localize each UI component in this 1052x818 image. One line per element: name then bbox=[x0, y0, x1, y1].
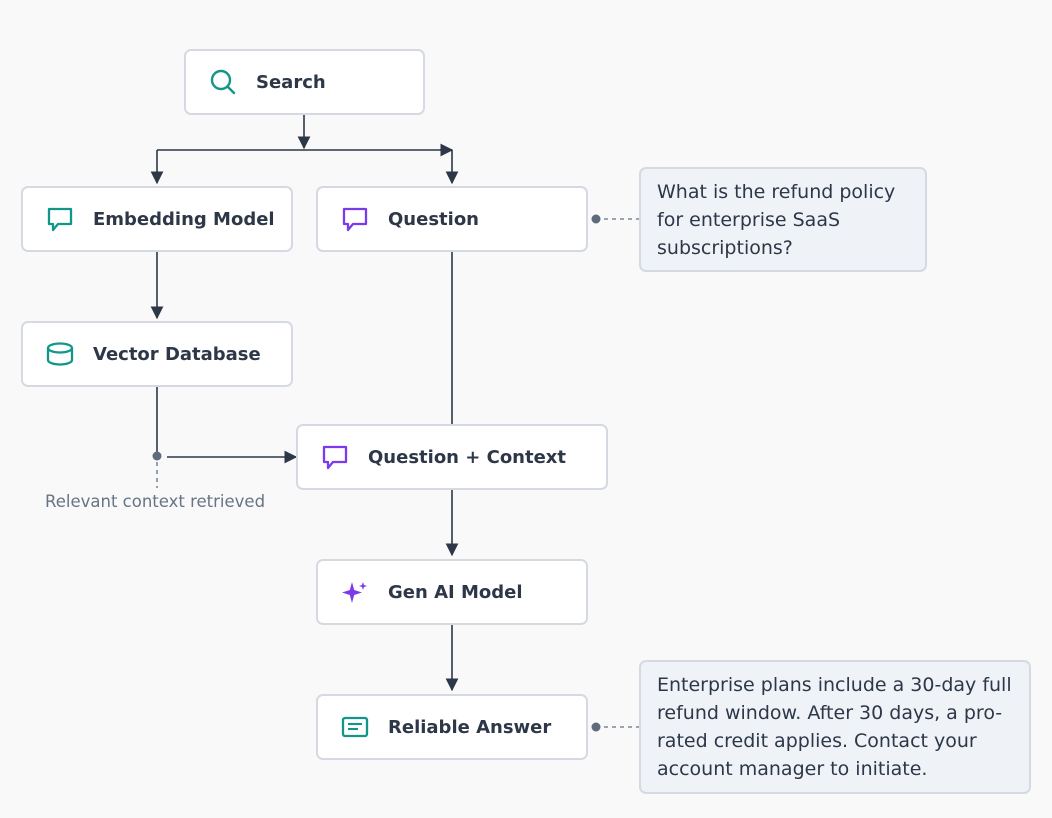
search-node[interactable]: Search bbox=[184, 49, 425, 115]
question-context-node[interactable]: Question + Context bbox=[296, 424, 608, 490]
question-context-label: Question + Context bbox=[368, 446, 567, 468]
vector-database-label: Vector Database bbox=[93, 343, 261, 365]
search-icon bbox=[208, 67, 238, 97]
question-label: Question bbox=[388, 208, 479, 230]
question-dot bbox=[591, 214, 601, 224]
search-label: Search bbox=[256, 71, 326, 93]
retrieval-dot bbox=[152, 451, 162, 461]
question-node[interactable]: Question bbox=[316, 186, 588, 252]
message-text-icon bbox=[340, 712, 370, 742]
chat-bubble-icon bbox=[340, 204, 370, 234]
embedding-model-node[interactable]: Embedding Model bbox=[21, 186, 293, 252]
chat-bubble-icon bbox=[320, 442, 350, 472]
embedding-model-label: Embedding Model bbox=[93, 208, 275, 230]
sparkle-icon bbox=[340, 577, 370, 607]
question-callout: What is the refund policy for enterprise… bbox=[639, 167, 927, 272]
reliable-answer-node[interactable]: Reliable Answer bbox=[316, 694, 588, 760]
answer-dot bbox=[591, 722, 601, 732]
vector-database-node[interactable]: Vector Database bbox=[21, 321, 293, 387]
answer-callout: Enterprise plans include a 30-day full r… bbox=[639, 660, 1031, 794]
gen-ai-model-label: Gen AI Model bbox=[388, 581, 523, 603]
reliable-answer-label: Reliable Answer bbox=[388, 716, 552, 738]
database-icon bbox=[45, 339, 75, 369]
chat-bubble-icon bbox=[45, 204, 75, 234]
gen-ai-model-node[interactable]: Gen AI Model bbox=[316, 559, 588, 625]
retrieval-note: Relevant context retrieved bbox=[45, 492, 266, 511]
